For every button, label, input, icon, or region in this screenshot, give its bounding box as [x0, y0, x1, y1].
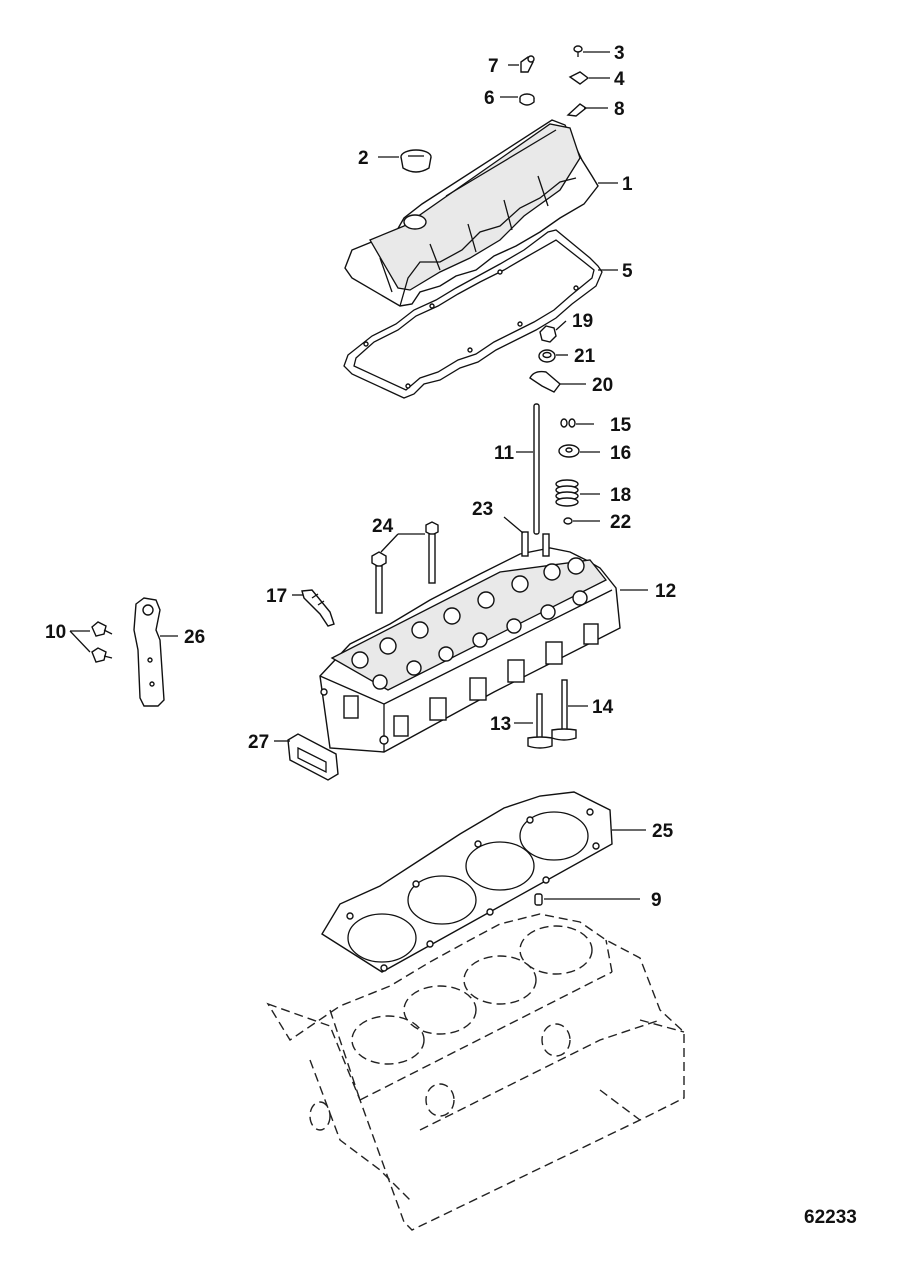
push-rod-part-11 — [533, 403, 540, 535]
part-label-13: 13 — [490, 714, 511, 735]
valve-cover-part-1 — [344, 119, 599, 307]
elbow-fitting-part-7 — [520, 55, 535, 73]
bracket-part-8 — [566, 103, 588, 117]
glow-plug-part-17 — [301, 589, 335, 627]
exhaust-gasket-part-27 — [287, 733, 339, 781]
exhaust-valve-part-14 — [551, 679, 577, 741]
part-label-23: 23 — [472, 499, 493, 520]
screw-part-3 — [573, 45, 583, 57]
part-label-16: 16 — [610, 443, 631, 464]
head-gasket-part-25 — [321, 791, 613, 973]
clip-part-4 — [568, 71, 590, 85]
cylinder-head-part-12 — [319, 531, 621, 753]
valve-keepers-part-15 — [560, 418, 576, 428]
part-label-8: 8 — [614, 99, 625, 120]
part-label-2: 2 — [358, 148, 369, 169]
part-label-3: 3 — [614, 43, 625, 64]
part-label-27: 27 — [248, 732, 269, 753]
part-label-12: 12 — [655, 581, 676, 602]
part-label-15: 15 — [610, 415, 632, 436]
bolts-part-10 — [91, 621, 113, 663]
part-label-10: 10 — [45, 622, 66, 643]
part-label-22: 22 — [610, 512, 631, 533]
valve-seal-part-22 — [563, 517, 573, 525]
part-label-9: 9 — [651, 890, 662, 911]
part-label-4: 4 — [614, 69, 625, 90]
nut-part-19 — [539, 325, 557, 343]
engine-block-reference-outline — [266, 913, 685, 1231]
part-label-20: 20 — [592, 375, 613, 396]
grommet-part-6 — [519, 93, 535, 106]
part-label-6: 6 — [484, 88, 495, 109]
part-label-1: 1 — [622, 174, 633, 195]
part-label-18: 18 — [610, 485, 631, 506]
lifting-bracket-part-26 — [133, 597, 165, 707]
part-label-5: 5 — [622, 261, 633, 282]
figure-id: 62233 — [804, 1207, 857, 1228]
rocker-arm-part-20 — [529, 370, 561, 393]
part-label-21: 21 — [574, 346, 596, 367]
part-label-11: 11 — [494, 443, 515, 464]
part-label-25: 25 — [652, 821, 674, 842]
head-bolts-part-24 — [371, 521, 439, 614]
part-labels: 1 2 3 4 5 6 7 8 9 10 11 12 13 14 15 16 1… — [45, 43, 676, 911]
dowel-pin-part-9 — [534, 893, 543, 906]
part-label-24: 24 — [372, 516, 394, 537]
part-label-17: 17 — [266, 586, 287, 607]
oil-fill-cap-part-2 — [400, 149, 432, 173]
leader-lines — [69, 51, 648, 900]
retainer-part-16 — [558, 444, 580, 458]
part-label-14: 14 — [592, 697, 614, 718]
part-label-7: 7 — [488, 56, 499, 77]
valve-spring-part-18 — [555, 479, 579, 507]
part-label-19: 19 — [572, 311, 593, 332]
intake-valve-part-13 — [527, 693, 553, 749]
part-label-26: 26 — [184, 627, 205, 648]
ball-part-21 — [538, 349, 556, 363]
valve-cover-gasket-part-5 — [343, 229, 603, 399]
